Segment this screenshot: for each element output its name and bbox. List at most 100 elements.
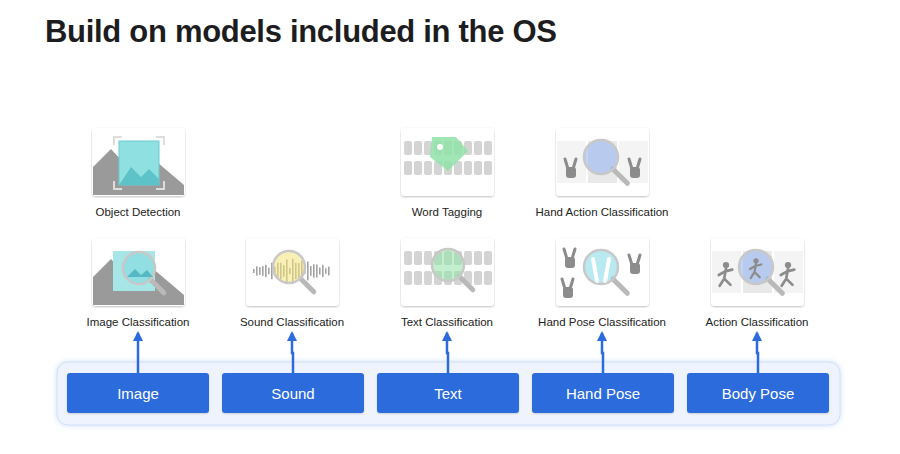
hand-fingers [629, 255, 640, 265]
input-box: Sound [222, 373, 364, 413]
waveform-bar [265, 265, 267, 278]
waveform-bar [325, 268, 327, 273]
waveform-bar [256, 266, 258, 275]
icon-card [556, 128, 649, 196]
glyph-block [474, 251, 482, 265]
input-box: Body Pose [687, 373, 829, 413]
glyph-block [484, 161, 492, 175]
waveform-bar [262, 266, 264, 276]
figure-head [784, 262, 790, 268]
magnifier-handle [767, 279, 781, 293]
photo-mountain [127, 269, 153, 277]
model-icon [245, 237, 340, 308]
model-label: Text Classification [352, 315, 542, 329]
model-card: Image Classification [43, 237, 233, 329]
icon-art [253, 251, 330, 292]
icon-art [562, 249, 640, 298]
figure-head [753, 258, 758, 263]
flow-arrow [292, 333, 293, 373]
waveform-bar [259, 267, 261, 275]
glyph-block [464, 251, 472, 265]
hand-fingers [629, 159, 640, 169]
input-label: Image [117, 385, 159, 402]
flow-arrow [137, 333, 140, 373]
photo-frame [119, 141, 159, 185]
magnifier-lens [739, 250, 773, 284]
magnifier-lens [432, 249, 464, 281]
glyph-block [414, 271, 422, 285]
icon-card [711, 238, 804, 306]
glyph-block [404, 271, 412, 285]
model-card: Sound Classification [197, 237, 387, 329]
magnifier-handle [612, 279, 626, 293]
icon-card [556, 238, 649, 306]
peace-hand [593, 259, 609, 281]
input-box: Text [377, 373, 519, 413]
waveform-bar [313, 264, 315, 277]
icon-card [246, 238, 339, 306]
glyph-block [484, 141, 492, 155]
figure-body [780, 269, 794, 286]
glyph-block [474, 141, 482, 155]
waveform-bar [322, 265, 324, 277]
input-label: Hand Pose [566, 385, 640, 402]
icon-art [404, 137, 492, 175]
model-label: Action Classification [662, 315, 852, 329]
model-icon [555, 237, 650, 308]
waveform-bar [316, 264, 318, 277]
magnifier-handle [150, 279, 164, 293]
model-icon [400, 127, 495, 198]
diagram-title: Build on models included in the OS [45, 14, 557, 50]
glyph-block [404, 161, 412, 175]
model-label: Object Detection [43, 205, 233, 219]
icon-card [401, 238, 494, 306]
model-icon [91, 237, 186, 308]
input-label: Text [434, 385, 462, 402]
glyph-block [404, 141, 412, 155]
model-label: Hand Pose Classification [507, 315, 697, 329]
hand-fingers [564, 249, 575, 259]
icon-art [93, 251, 184, 305]
glyph-block [414, 251, 422, 265]
icon-art [93, 137, 184, 195]
model-card: Hand Pose Classification [507, 237, 697, 329]
icon-art [557, 140, 648, 183]
flow-arrow [447, 333, 448, 373]
waveform-bar [253, 269, 255, 273]
input-label: Body Pose [722, 385, 795, 402]
detection-brackets [114, 137, 164, 189]
magnifier-handle [459, 276, 473, 290]
magnifier-handle [612, 169, 626, 183]
pictogram-panel [712, 251, 741, 293]
glyph-block [424, 161, 432, 175]
flow-arrow [602, 333, 603, 373]
icon-card [401, 128, 494, 196]
glyph-block [424, 271, 432, 285]
icon-card [92, 128, 185, 196]
waveform-bar [319, 267, 321, 274]
waveform-bar [328, 267, 330, 276]
model-icon [710, 237, 805, 308]
magnifier-lens [123, 252, 155, 284]
word-tag [430, 137, 468, 171]
magnifier-lens [584, 140, 618, 174]
tag-hole [437, 144, 443, 150]
glyph-block [474, 271, 482, 285]
glyph-block [404, 251, 412, 265]
magnifier-handle [300, 278, 314, 292]
model-label: Sound Classification [197, 315, 387, 329]
waveform-bar [310, 266, 312, 276]
model-card: Text Classification [352, 237, 542, 329]
waveform-bar [307, 262, 309, 281]
model-label: Image Classification [43, 315, 233, 329]
model-label: Word Tagging [352, 205, 542, 219]
glyph-block [414, 141, 422, 155]
model-card: Hand Action Classification [507, 127, 697, 219]
waveform-bar [268, 268, 270, 274]
glyph-block [424, 251, 432, 265]
figure-body [750, 264, 761, 278]
glyph-block [484, 271, 492, 285]
input-label: Sound [271, 385, 314, 402]
glyph-block [474, 161, 482, 175]
